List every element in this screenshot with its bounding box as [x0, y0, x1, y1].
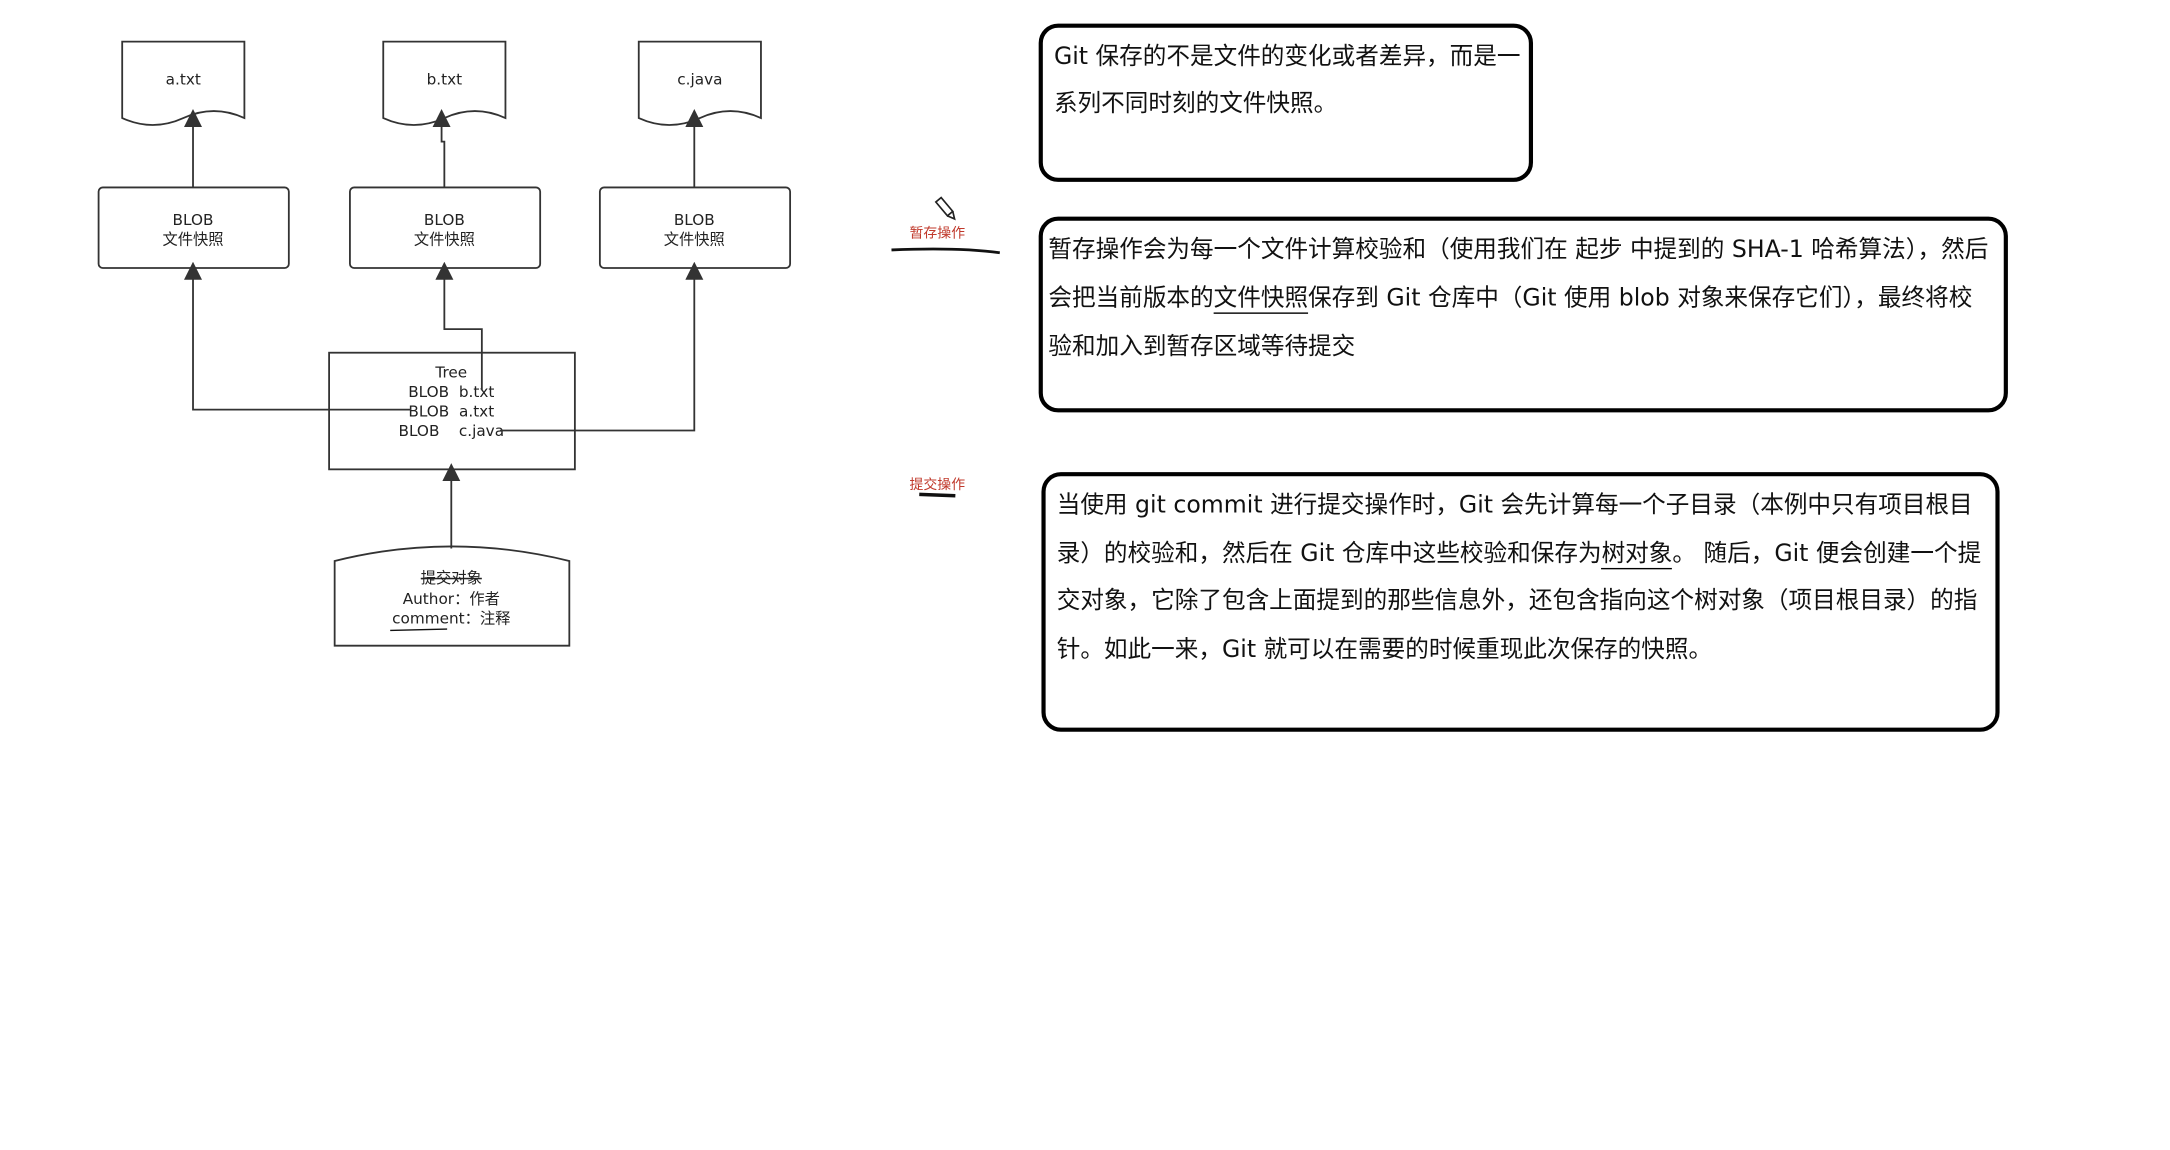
file-b-label: b.txt — [427, 71, 463, 89]
note-commit-operation: 当使用 git commit 进行提交操作时，Git 会先计算每一个子目录（本例… — [1041, 472, 2000, 732]
tree-row-b: BLOB b.txt — [408, 383, 494, 401]
tree-row-c: BLOB c.java — [399, 422, 505, 440]
note-snapshot-concept: Git 保存的不是文件的变化或者差异，而是一系列不同时刻的文件快照。 — [1038, 23, 1534, 182]
arrow-blob-b-to-file — [432, 109, 451, 188]
commit-comment: comment：注释 — [392, 609, 510, 627]
note-stage-text-part2: 保存到 Git 仓库中（Git 使用 blob 对象来保存它们），最终将校验和加… — [1048, 284, 1973, 362]
commit-underline-stroke — [919, 492, 956, 498]
note-stage-operation: 暂存操作会为每一个文件计算校验和（使用我们在 起步 中提到的 SHA-1 哈希算… — [1038, 216, 2008, 413]
pen-icon — [934, 196, 956, 221]
tree-row-a: BLOB a.txt — [408, 403, 494, 421]
blob-a-title: BLOB — [173, 211, 214, 229]
arrow-tree-to-blob-a — [183, 261, 412, 411]
blob-a-subtitle: 文件快照 — [162, 230, 223, 248]
blob-b-subtitle: 文件快照 — [414, 230, 475, 248]
commit-operation-label: 提交操作 — [909, 477, 966, 493]
note-stage-text-underlined: 文件快照 — [1213, 284, 1309, 314]
file-a-label: a.txt — [166, 71, 201, 89]
stage-operation-label: 暂存操作 — [909, 226, 966, 242]
blob-box-a: BLOB 文件快照 — [97, 186, 290, 269]
note-stage-text: 暂存操作会为每一个文件计算校验和（使用我们在 起步 中提到的 SHA-1 哈希算… — [1048, 226, 1995, 372]
blob-c-subtitle: 文件快照 — [664, 230, 725, 248]
blob-b-title: BLOB — [424, 211, 465, 229]
commit-object: 提交对象 Author：作者 comment：注释 — [333, 545, 571, 647]
commit-title: 提交对象 — [421, 569, 482, 587]
arrow-tree-to-blob-b — [435, 261, 483, 391]
blob-c-title: BLOB — [674, 211, 715, 229]
blob-box-c: BLOB 文件快照 — [598, 186, 792, 269]
note-commit-text-part1: 当使用 git commit 进行提交操作时，Git 会先计算每一个子目录（本例… — [1056, 491, 1973, 568]
file-a-txt: a.txt — [121, 40, 246, 126]
commit-author: Author：作者 — [403, 590, 500, 608]
note-commit-text-part2: 。 随后，Git 便会创建一个提交对象，它除了包含上面提到的那些信息外，还包含指… — [1056, 539, 1982, 664]
note-stage-text-part1: 暂存操作会为每一个文件计算校验和（使用我们在 起步 中提到的 SHA-1 哈希算… — [1048, 236, 1989, 313]
blob-box-b: BLOB 文件快照 — [349, 186, 542, 269]
arrow-tree-to-blob-c — [499, 261, 704, 432]
stage-underline-stroke — [891, 247, 1000, 255]
note-commit-text: 当使用 git commit 进行提交操作时，Git 会先计算每一个子目录（本例… — [1057, 482, 1987, 674]
note-snapshot-text: Git 保存的不是文件的变化或者差异，而是一系列不同时刻的文件快照。 — [1053, 43, 1521, 119]
file-c-label: c.java — [677, 71, 722, 89]
file-b-txt: b.txt — [382, 40, 507, 126]
note-commit-text-underlined: 树对象 — [1601, 539, 1673, 569]
tree-title: Tree — [434, 364, 467, 382]
tree-box: Tree BLOB b.txt BLOB a.txt BLOB c.java — [328, 351, 576, 471]
git-object-diagram: a.txt b.txt c.java BLOB 文件快照 BLOB 文件快照 B… — [97, 40, 1514, 647]
file-c-java: c.java — [637, 40, 762, 126]
